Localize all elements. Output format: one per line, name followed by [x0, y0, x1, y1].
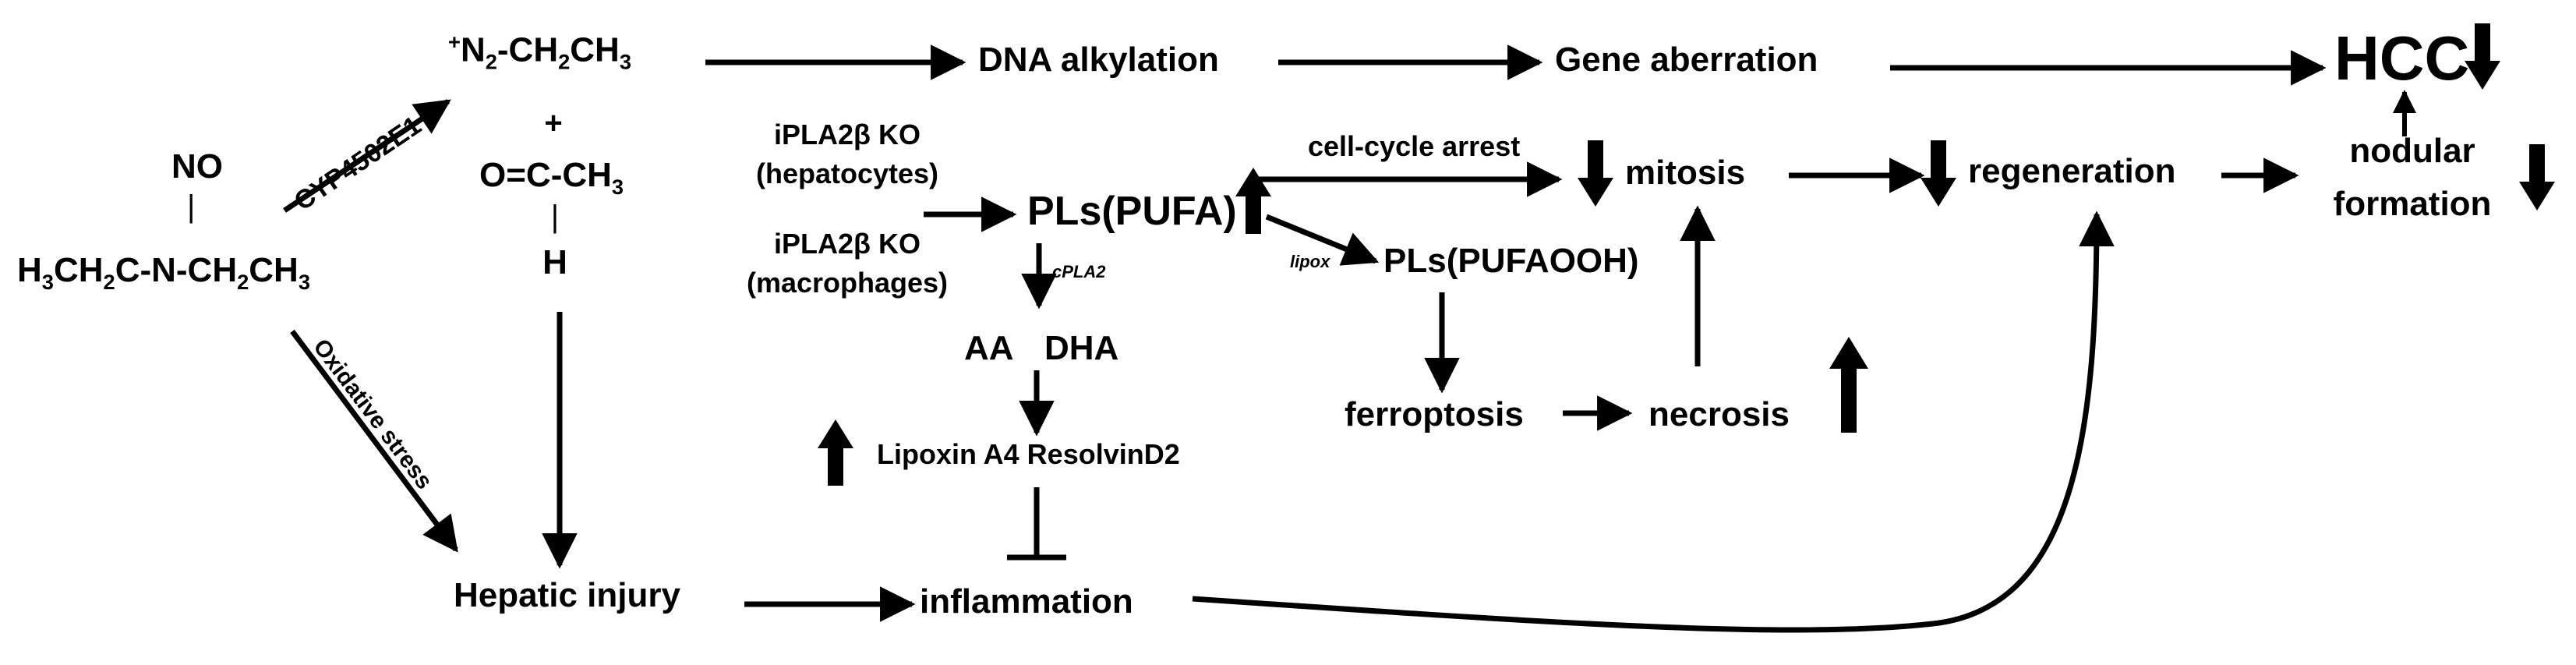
arrow-down-icon — [1578, 140, 1613, 207]
node-lipoxin-resolvin: Lipoxin A4 ResolvinD2 — [877, 438, 1180, 470]
ko-hepatocytes-line2: (hepatocytes) — [755, 157, 939, 189]
node-mitosis: mitosis — [1625, 154, 1746, 192]
arrow-cyp — [283, 99, 451, 213]
aldehyde-bond: | — [550, 200, 560, 234]
node-hcc: HCC — [2334, 23, 2470, 93]
enzyme-label-cpla2: cPLA2 — [1052, 262, 1106, 281]
ko-hepatocytes-line1: iPLA2β KO — [774, 118, 921, 150]
arrow-up-icon — [1235, 168, 1271, 234]
node-gene-aberration: Gene aberration — [1555, 41, 1818, 79]
edge-label-oxidative-stress: Oxidative stress — [308, 334, 438, 494]
node-pls-pufa: PLs(PUFA) — [1027, 189, 1237, 234]
nitroso-group: NO — [171, 147, 223, 186]
nitroso-bond: | — [187, 189, 196, 224]
node-regeneration: regeneration — [1968, 152, 2176, 190]
node-cell-cycle-arrest: cell-cycle arrest — [1308, 130, 1521, 162]
edge-label-cyp: CYP4502E1 — [288, 110, 427, 217]
node-dha: DHA — [1044, 329, 1119, 367]
ko-macrophages-line2: (macrophages) — [746, 267, 949, 299]
acetaldehyde: O=C-CH3 — [479, 156, 624, 199]
aldehyde-hydrogen: H — [542, 243, 567, 281]
arrow-down-icon — [1921, 140, 1956, 207]
arrow-inflammation-to-regeneration — [1192, 210, 2115, 633]
arrow-down-icon — [2465, 23, 2500, 90]
ko-macrophages-line1: iPLA2β KO — [774, 228, 921, 260]
diethylnitrosamine: H3CH2C-N-CH2CH3 — [17, 251, 310, 294]
node-inflammation: inflammation — [920, 582, 1133, 621]
node-nodular-line1: nodular — [2349, 132, 2475, 170]
node-ferroptosis: ferroptosis — [1345, 395, 1524, 433]
node-nodular-line2: formation — [2333, 185, 2492, 223]
arrow-up-icon — [818, 419, 853, 486]
enzyme-label-lipox: lipox — [1290, 252, 1330, 271]
plus-sign: + — [544, 106, 563, 140]
node-dna-alkylation: DNA alkylation — [978, 41, 1219, 79]
ethyldiazonium: +N2-CH2CH3 — [448, 30, 631, 74]
node-necrosis: necrosis — [1648, 395, 1790, 433]
node-aa: AA — [964, 329, 1014, 367]
arrow-oxidative-stress — [290, 329, 458, 553]
arrow-pls-to-pufaooh — [1265, 214, 1380, 266]
node-hepatic-injury: Hepatic injury — [454, 576, 680, 614]
arrow-up-icon — [1829, 337, 1868, 433]
node-pls-pufaooh: PLs(PUFAOOH) — [1383, 242, 1639, 280]
arrow-down-icon — [2519, 144, 2555, 210]
